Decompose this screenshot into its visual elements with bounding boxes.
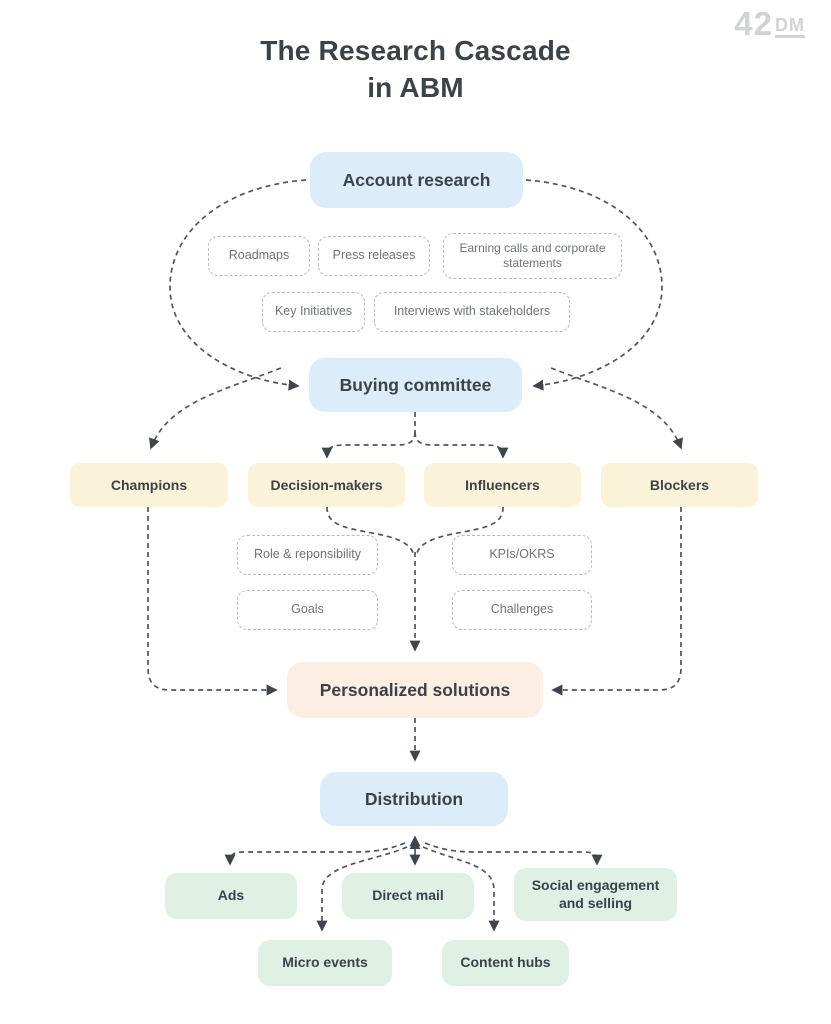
- node-micro-events: Micro events: [258, 940, 392, 986]
- up-double-arrowhead: [409, 840, 421, 849]
- brand-logo-42dm: 42 DM: [734, 5, 805, 42]
- edge-research-loop-right: [525, 179, 663, 391]
- chip-kpis-okrs: KPIs/OKRS: [452, 535, 592, 575]
- page-title: The Research Cascade in ABM: [0, 33, 831, 107]
- edge-research-loop-left: [169, 179, 307, 391]
- node-decision-makers: Decision-makers: [248, 463, 405, 507]
- node-blockers: Blockers: [601, 463, 758, 507]
- node-distribution: Distribution: [320, 772, 508, 826]
- logo-text-small: DM: [775, 16, 805, 39]
- edge-to-champions: [149, 367, 282, 450]
- node-personalized-solutions: Personalized solutions: [287, 662, 543, 718]
- node-influencers: Influencers: [424, 463, 581, 507]
- chip-challenges: Challenges: [452, 590, 592, 630]
- node-champions: Champions: [70, 463, 228, 507]
- edge-to-ads: [224, 842, 406, 866]
- title-line-2: in ABM: [367, 71, 464, 103]
- chip-interviews-with-stakeholders: Interviews with stakeholders: [374, 292, 570, 332]
- node-ads: Ads: [165, 873, 297, 919]
- chip-role-and-responsibility: Role & reponsibility: [237, 535, 378, 575]
- logo-text-large: 42: [734, 5, 773, 42]
- edge-to-social: [424, 842, 603, 866]
- chip-key-initiatives: Key Initiatives: [262, 292, 365, 332]
- node-account-research: Account research: [310, 152, 523, 208]
- edge-to-decision-makers: [321, 431, 416, 459]
- node-direct-mail: Direct mail: [342, 873, 474, 919]
- chip-roadmaps: Roadmaps: [208, 236, 310, 276]
- node-content-hubs: Content hubs: [442, 940, 569, 986]
- node-social-engagement-and-selling: Social engagement and selling: [514, 868, 677, 921]
- chip-press-releases: Press releases: [318, 236, 430, 276]
- edge-to-blockers: [550, 367, 683, 450]
- chip-earning-calls: Earning calls and corporate statements: [443, 233, 622, 279]
- chip-goals: Goals: [237, 590, 378, 630]
- title-line-1: The Research Cascade: [260, 35, 571, 66]
- node-buying-committee: Buying committee: [309, 358, 522, 412]
- edge-to-influencers: [414, 431, 509, 459]
